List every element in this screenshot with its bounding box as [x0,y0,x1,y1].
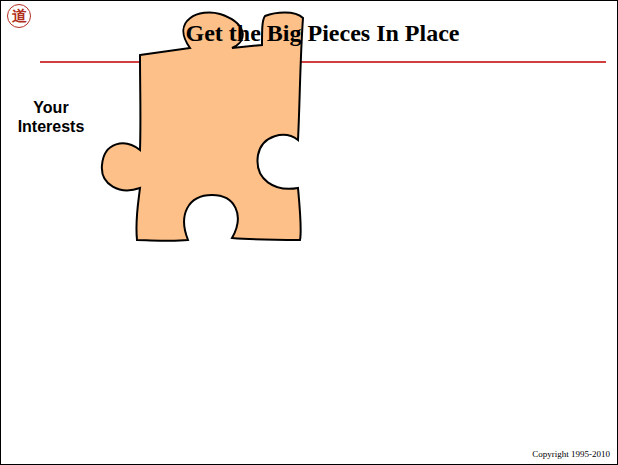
logo-icon: 道 [7,4,31,28]
node-label: Your Interests [4,98,98,136]
puzzle-outline [102,12,303,240]
slide-title: Get the Big Pieces In Place [40,20,605,47]
copyright-note: Copyright 1995-2010 [532,449,610,459]
title-rule-line [40,61,606,63]
